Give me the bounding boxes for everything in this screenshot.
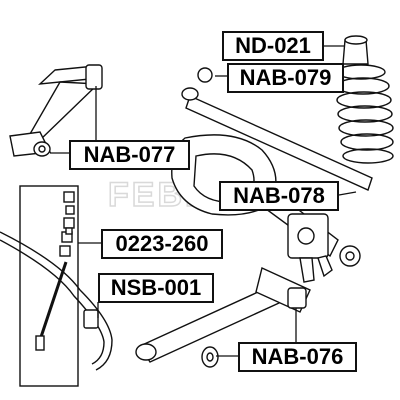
part-label-nab-076: NAB-076: [238, 342, 357, 372]
part-label-nab-077: NAB-077: [69, 140, 190, 170]
leader-lines: [50, 45, 357, 357]
part-label-0223-260: 0223-260: [101, 229, 223, 259]
upper-link-rod: [181, 67, 373, 191]
bushing-set-bracket: [19, 185, 79, 387]
part-label-nd-021: ND-021: [222, 31, 324, 61]
part-label-nab-079: NAB-079: [227, 63, 344, 93]
coil-spring: [336, 35, 394, 164]
lower-trailing-arm: [135, 267, 311, 368]
part-label-nab-078: NAB-078: [219, 181, 339, 211]
upper-left-arm: [9, 64, 103, 157]
part-label-nsb-001: NSB-001: [98, 273, 214, 303]
stabilizer-bar: [0, 231, 113, 371]
